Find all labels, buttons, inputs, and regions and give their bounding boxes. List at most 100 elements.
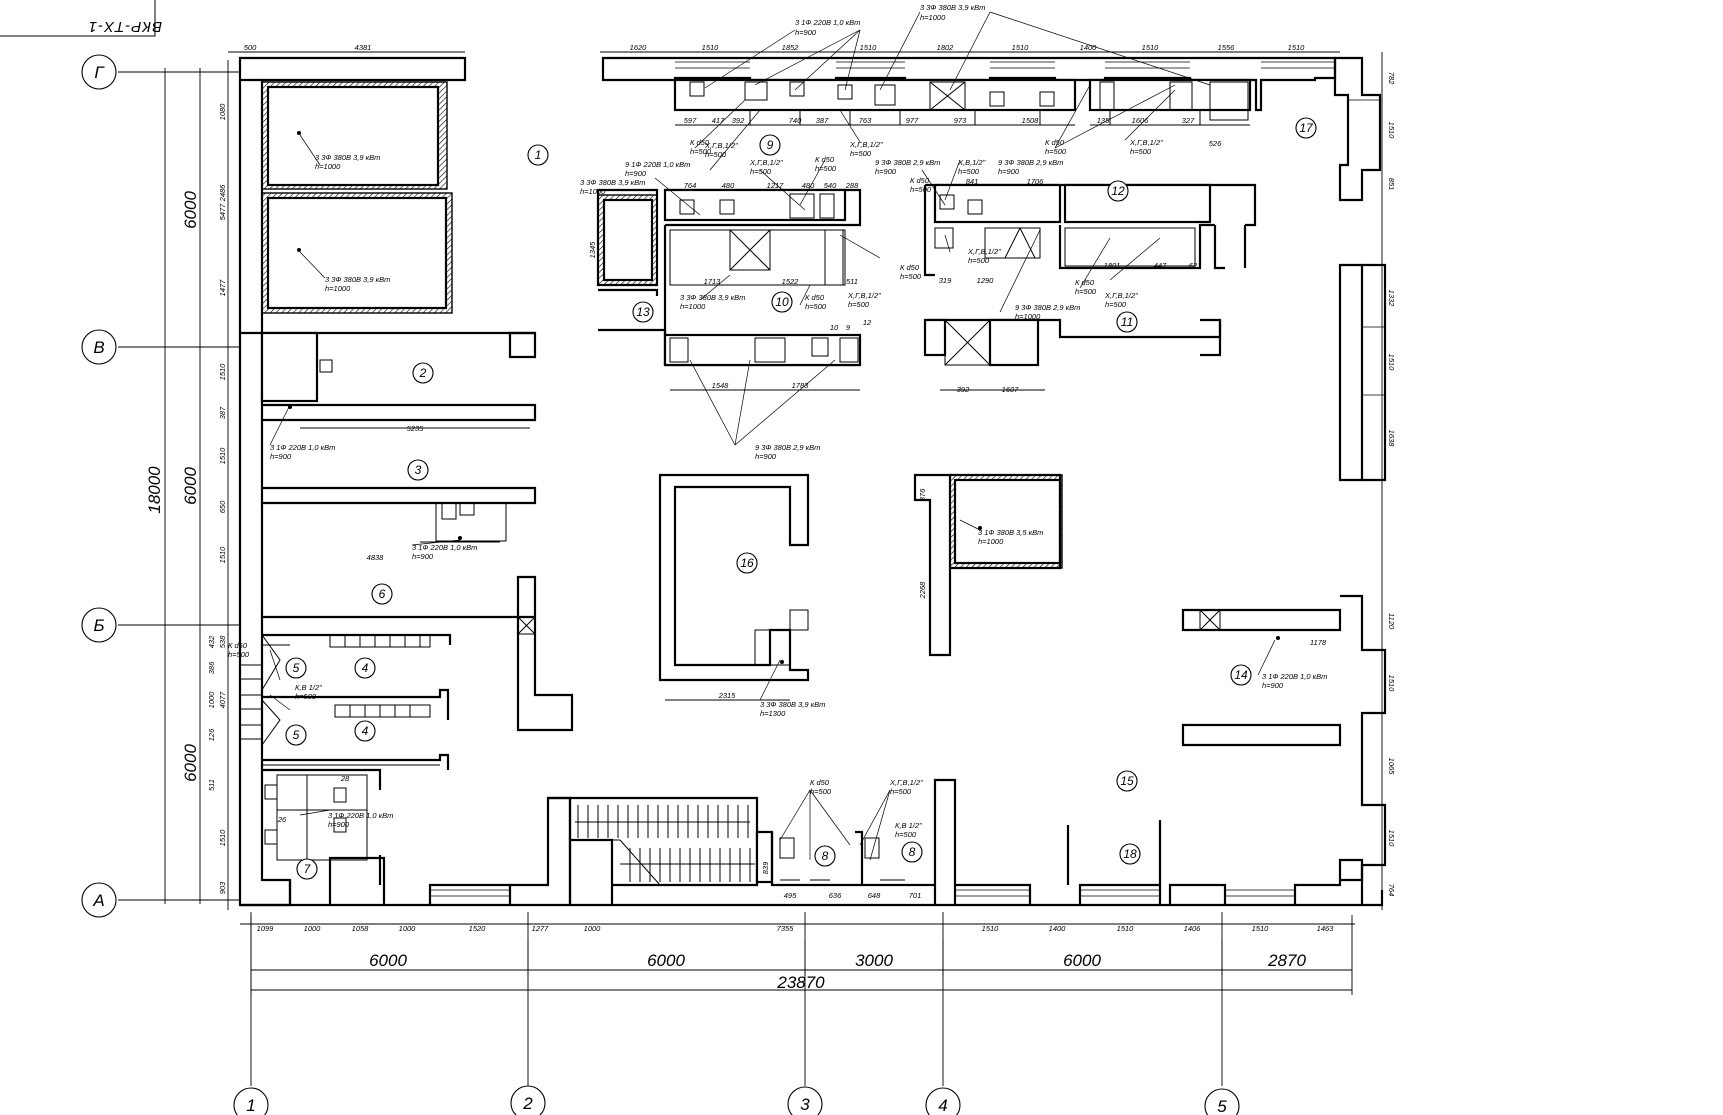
dim-bottom-section: 6000	[647, 951, 685, 970]
dim-text: 1217	[767, 181, 785, 190]
dim-left-section: 6000	[181, 191, 200, 229]
number-axes: 1 2 3 4 5	[233, 912, 1240, 1115]
room-number-4: 4	[362, 661, 369, 675]
room-number-8: 8	[822, 849, 829, 863]
dim-text: 495	[784, 891, 797, 900]
room-number-14: 14	[1234, 668, 1248, 682]
dim-text: 1520	[469, 924, 487, 933]
dim-text: 417	[712, 116, 725, 125]
room-numbers: 1 2 3 4 4 5 5 6 7 8 8 9 10 11 12 13 14 1…	[285, 117, 1317, 880]
drain-note: К d50	[810, 778, 830, 787]
height-note: h=500	[750, 167, 772, 176]
room-number-17: 17	[1299, 121, 1314, 135]
dim-text: 1510	[1142, 43, 1160, 52]
dim-text: 1802	[937, 43, 955, 52]
dim-text: 1510	[1387, 675, 1396, 693]
power-note: 9 3Ф 380В 2,9 кВт	[875, 158, 940, 167]
exterior-walls	[238, 56, 1387, 907]
water-note: Х,Г,В,1/2"	[847, 291, 881, 300]
dim-text: 1477	[218, 279, 227, 297]
left-dimensions: 18000 6000 6000 6000 1080 2486 5477 1477…	[145, 60, 229, 910]
power-note: 3 1Ф 220В 1,0 кВт	[270, 443, 335, 452]
dim-text: 1638	[1387, 430, 1396, 448]
dim-text: 1510	[1117, 924, 1135, 933]
dim-text: 1345	[588, 241, 597, 259]
dim-text: 1099	[257, 924, 275, 933]
height-note: h=500	[1045, 147, 1067, 156]
room-number-5b: 5	[293, 728, 300, 742]
dim-left-total: 18000	[145, 466, 164, 514]
dim-text: 392	[732, 116, 745, 125]
dim-text: 1510	[860, 43, 878, 52]
dim-left-section: 6000	[181, 744, 200, 782]
height-note: h=500	[1105, 300, 1127, 309]
room-number-11: 11	[1121, 315, 1133, 329]
dim-text: 1510	[1387, 122, 1396, 140]
height-note: h=1000	[325, 284, 351, 293]
dim-text: 511	[846, 277, 858, 286]
room-number-3: 3	[415, 463, 422, 477]
height-note: h=500	[228, 650, 250, 659]
height-note: h=900	[270, 452, 292, 461]
dim-text: 4838	[367, 553, 385, 562]
dim-text: 432	[207, 635, 216, 648]
power-note: 9 3Ф 380В 2,9 кВт	[755, 443, 820, 452]
dim-text: 480	[722, 181, 735, 190]
height-note: h=900	[875, 167, 897, 176]
annotations: 3 1Ф 220В 1,0 кВт h=900 3 3Ф 380В 3,9 кВ…	[228, 3, 1327, 839]
height-note: h=1000	[680, 302, 706, 311]
axis-label-3: 3	[800, 1095, 810, 1114]
dim-text: 764	[684, 181, 697, 190]
dim-text: 12	[863, 318, 872, 327]
dim-text: 1290	[977, 276, 995, 285]
dim-text: 10	[830, 323, 839, 332]
dim-text: 1406	[1184, 924, 1202, 933]
dim-text: 1620	[630, 43, 648, 52]
height-note: h=1000	[580, 187, 606, 196]
power-note: 3 3Ф 380В 3,9 кВт	[680, 293, 745, 302]
dim-text: 1400	[1080, 43, 1098, 52]
power-note: 3 3Ф 380В 3,9 кВт	[580, 178, 645, 187]
leaders	[269, 11, 1276, 861]
axis-label-B: Б	[93, 616, 104, 635]
dim-text: 1463	[1317, 924, 1335, 933]
sanitary-rooms	[239, 633, 452, 770]
axis-label-A: А	[92, 891, 104, 910]
dim-text: 447	[1154, 261, 1167, 270]
wc-rooms	[770, 830, 935, 887]
dim-text: 876	[918, 488, 927, 501]
water-note: Х,Г,В,1/2"	[749, 158, 783, 167]
power-note: 3 3Ф 380В 3,9 кВт	[920, 3, 985, 12]
dim-text: 5477	[218, 203, 227, 221]
axis-label-5: 5	[1217, 1097, 1227, 1115]
room-number-18: 18	[1123, 847, 1137, 861]
dim-text: 763	[859, 116, 872, 125]
dim-text: 1548	[712, 381, 730, 390]
dim-text: 1606	[1132, 116, 1150, 125]
height-note: h=900	[1262, 681, 1284, 690]
water-note: К,В 1/2"	[895, 821, 922, 830]
dim-text: 5235	[407, 424, 425, 433]
dim-text: 1277	[532, 924, 550, 933]
height-note: h=500	[958, 167, 980, 176]
dim-text: 526	[1209, 139, 1222, 148]
dim-text: 480	[802, 181, 815, 190]
dim-text: 1065	[1387, 758, 1396, 776]
water-note: Х,Г,В,1/2"	[704, 141, 738, 150]
room-number-15: 15	[1120, 774, 1134, 788]
dim-text: 636	[829, 891, 842, 900]
interior-dimensions: 597 417 392 740 387 763 977 973 1508 135…	[277, 116, 1327, 900]
dim-text: 1000	[304, 924, 322, 933]
dim-text: 538	[218, 635, 227, 648]
height-note: h=900	[795, 28, 817, 37]
room-number-16: 16	[740, 556, 754, 570]
dim-text: 621	[1189, 261, 1202, 270]
room-number-1: 1	[535, 148, 542, 162]
dim-text: 1510	[1387, 830, 1396, 848]
dim-text: 973	[954, 116, 967, 125]
sheet-code: ВКР-ТХ-1	[88, 18, 162, 35]
left-rooms	[260, 331, 574, 732]
dim-text: 839	[761, 861, 770, 874]
water-note: Х,Г,В,1/2"	[1129, 138, 1163, 147]
dim-text: 9	[846, 323, 851, 332]
